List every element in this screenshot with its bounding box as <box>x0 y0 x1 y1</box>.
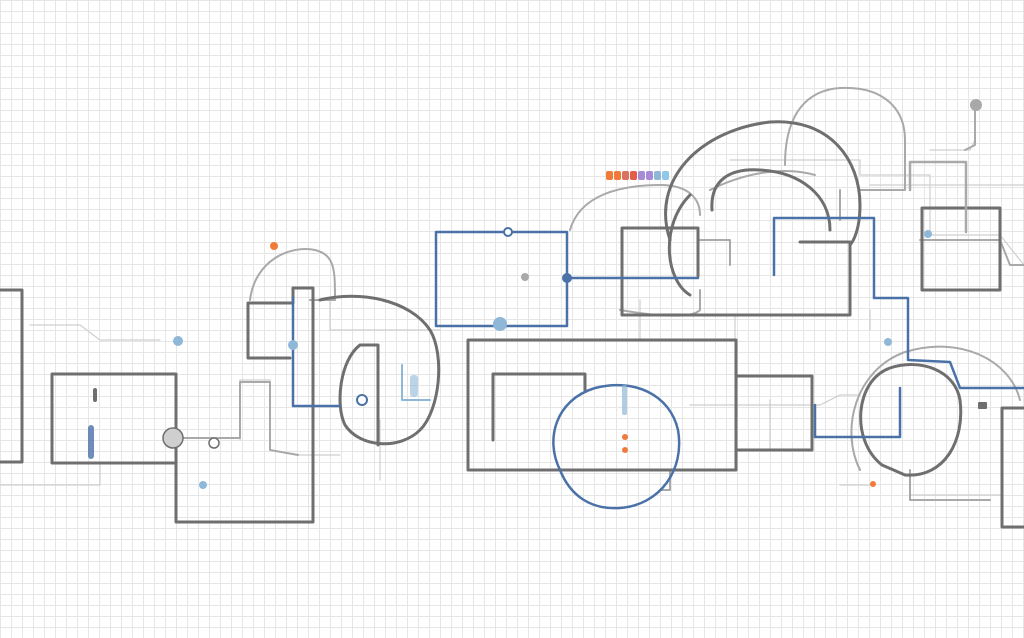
line-top-right <box>964 104 976 151</box>
color-swatch <box>662 171 669 180</box>
path-blue-left <box>291 296 342 408</box>
color-swatch <box>614 171 621 180</box>
node-gray-mid <box>521 273 529 281</box>
circle-right <box>859 363 963 477</box>
color-swatch <box>630 171 637 180</box>
node-gray-top <box>970 99 982 111</box>
line-right-center <box>699 239 731 266</box>
arc-upper-right <box>709 169 816 191</box>
path-light-blue <box>401 364 431 401</box>
rect-left-center <box>174 286 315 524</box>
loop-top-center <box>667 168 832 297</box>
color-swatch-strip <box>606 171 669 180</box>
color-swatch <box>654 171 661 180</box>
faint-line <box>239 379 341 456</box>
node-blue-ring <box>356 394 368 406</box>
circle-top-large <box>664 120 862 247</box>
color-swatch <box>622 171 629 180</box>
loop-left-center <box>318 294 441 447</box>
light-gray-paths <box>175 86 1024 501</box>
rect-center <box>466 338 738 472</box>
line-left-middle <box>175 381 299 456</box>
rect-left <box>50 372 178 465</box>
faint-line <box>689 394 861 406</box>
faint-line <box>909 479 1001 496</box>
rect-center-inner <box>491 372 587 442</box>
marker-blue <box>88 425 94 459</box>
node-blue-joint <box>562 273 572 283</box>
faint-line <box>329 299 441 331</box>
dark-gray-paths <box>0 120 1024 529</box>
curve-right-bottom <box>909 469 991 501</box>
faint-line <box>929 99 976 151</box>
node-blue-small <box>173 336 183 346</box>
faint-line <box>0 464 101 486</box>
color-swatch <box>638 171 645 180</box>
rect-right-edge <box>1000 406 1024 529</box>
line-right-edge <box>919 239 1024 266</box>
line-top-right-gray <box>908 160 968 234</box>
rect-right-upper <box>920 206 1002 292</box>
circle-right-light <box>850 345 1021 471</box>
rect-blue-center <box>434 230 569 328</box>
rect-center-right <box>620 226 852 317</box>
node-orange <box>870 481 876 487</box>
node-blue-right-2 <box>924 230 932 238</box>
marker-light-blue <box>410 375 418 397</box>
node-blue-lower <box>199 481 207 489</box>
node-orange <box>622 434 628 440</box>
node-blue-light <box>493 317 507 331</box>
node-gray-large <box>162 427 184 449</box>
node-blue-top <box>503 227 513 237</box>
curve-top-center <box>569 184 701 231</box>
node-orange <box>270 242 278 250</box>
color-swatch <box>606 171 613 180</box>
node-blue-small <box>288 340 298 350</box>
rect-right-lower <box>734 374 814 452</box>
loop-left-upper <box>249 248 336 301</box>
path-blue-right <box>772 216 1024 390</box>
color-swatch <box>646 171 653 180</box>
nodes <box>88 99 987 489</box>
node-orange <box>622 447 628 453</box>
faint-line <box>29 324 161 341</box>
marker-gray <box>93 388 97 402</box>
rect-left-edge <box>0 288 24 464</box>
path-blue-lower-right <box>813 386 902 439</box>
node-gray-small <box>208 437 220 449</box>
node-blue-right <box>884 338 892 346</box>
marker-light-blue <box>622 385 627 415</box>
faint-line <box>729 159 901 176</box>
marker-gray <box>978 402 987 409</box>
circle-blue-center <box>552 383 681 510</box>
